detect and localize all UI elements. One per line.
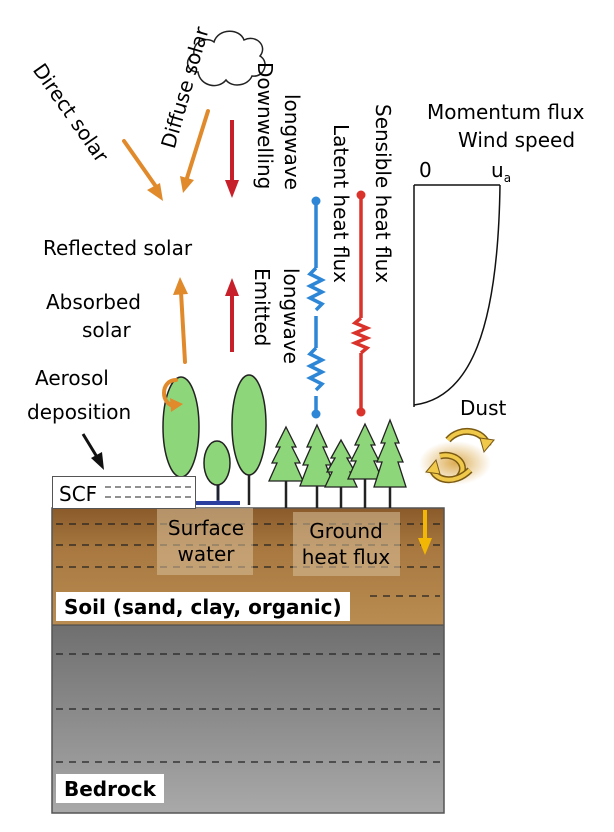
reflected-solar-label: Reflected solar — [43, 236, 193, 260]
ground-heat-line-2: heat flux — [301, 545, 391, 569]
downwelling-longwave-label: longwave — [280, 94, 304, 190]
bedrock-label: Bedrock — [56, 774, 164, 803]
wind-u-subscript: a — [503, 171, 512, 185]
aerosol-label-1: Aerosol — [35, 366, 109, 390]
surface-water-box — [157, 508, 253, 575]
scf-label: SCF — [59, 482, 98, 506]
wind-speed-label: Wind speed — [458, 128, 576, 152]
scf-dashes — [105, 486, 193, 498]
aerosol-label-2: deposition — [27, 400, 132, 424]
downwelling-label: Downwelling — [253, 62, 277, 190]
surface-water-label: Surface water — [158, 515, 254, 567]
solar-arrows — [122, 109, 210, 412]
dust-label: Dust — [460, 396, 507, 420]
ground-heat-arrow — [418, 510, 432, 555]
aerosol-arrow — [81, 433, 104, 470]
wind-u-symbol: u — [491, 158, 504, 182]
absorbed-solar-label-1: Absorbed — [46, 290, 141, 314]
latent-heat-flux-line — [306, 196, 326, 419]
latent-heat-flux-label: Latent heat flux — [329, 124, 353, 283]
dust-icon — [419, 428, 495, 485]
wind-zero-label: 0 — [419, 158, 432, 182]
absorbed-solar-label-2: solar — [82, 318, 131, 342]
surface-water-line-1: Surface — [167, 516, 245, 540]
emitted-label: Emitted — [250, 268, 274, 347]
surface-water-line-2: water — [177, 542, 235, 566]
wind-profile-chart — [413, 184, 501, 407]
sensible-heat-flux-line — [350, 190, 372, 417]
soil-dashed-lines — [56, 523, 440, 763]
ground-heat-flux-label: Ground heat flux — [290, 518, 402, 570]
cloud-icon — [186, 30, 266, 87]
wind-u-label: ua — [491, 160, 511, 184]
emitted-longwave-label: longwave — [279, 268, 303, 364]
momentum-flux-label: Momentum flux — [427, 100, 585, 124]
longwave-arrows — [225, 120, 239, 352]
sensible-heat-flux-label: Sensible heat flux — [371, 104, 395, 284]
ground-heat-box — [293, 512, 400, 576]
conifer-trees — [267, 418, 407, 508]
snow-cover-fraction-box: SCF — [52, 476, 196, 509]
ground-heat-line-1: Ground — [309, 519, 383, 543]
soil-label: Soil (sand, clay, organic) — [56, 592, 350, 621]
